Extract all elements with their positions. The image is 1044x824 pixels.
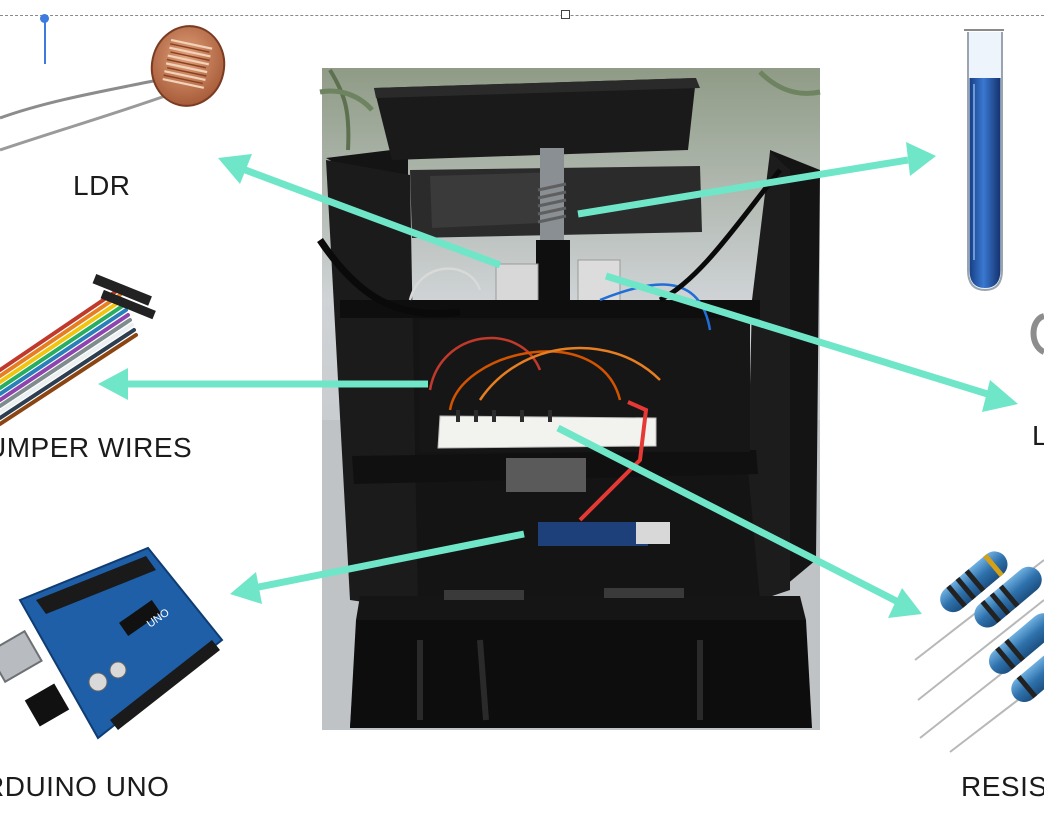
arrow-to-arduino <box>230 530 525 604</box>
slide-dashed-border <box>0 15 1044 16</box>
label-ldr: LDR <box>73 170 131 201</box>
arrow-to-led <box>604 272 1018 412</box>
selection-resize-handle[interactable] <box>561 10 570 19</box>
arrow-to-resistors <box>556 424 922 618</box>
ldr-component-icon <box>0 25 226 152</box>
text-cursor-handle[interactable] <box>40 14 49 23</box>
label-jumper-wires: UMPER WIRES <box>0 432 193 463</box>
arrows-layer <box>98 142 1018 618</box>
resistors-icon <box>914 551 1044 753</box>
test-tube-icon <box>964 29 1004 292</box>
label-resistors-partial: RESIST <box>961 771 1044 802</box>
led-partial-icon <box>1030 313 1044 355</box>
label-led-partial: L <box>1032 420 1044 451</box>
arrow-to-test-tube <box>577 142 936 218</box>
arrow-to-ldr <box>218 154 502 269</box>
arrow-to-jumper-wires <box>98 368 428 400</box>
jumper-wires-icon <box>0 273 156 426</box>
arduino-uno-board-icon: UNO <box>0 546 224 740</box>
device-photograph <box>317 68 821 730</box>
text-cursor-stem <box>44 20 46 64</box>
label-arduino-uno: RDUINO UNO <box>0 771 170 802</box>
